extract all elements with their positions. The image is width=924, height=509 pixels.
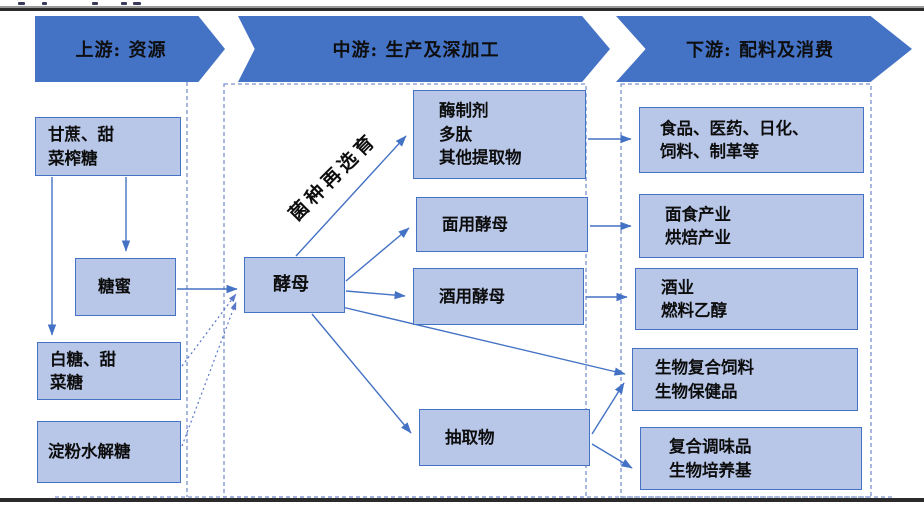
box-sugarcane-beet-sugar: 甘蔗、甜 菜榨糖 [35,117,181,176]
box-bio-feed-healthcare: 生物复合饲料 生物保健品 [632,348,858,411]
connector-yeast-to-extract [311,313,412,434]
downstream-section-outline [620,83,872,498]
box-starch-hydrolyzed-sugar: 淀粉水解糖 [37,421,181,483]
box-food-pharma-daily-feed-leather: 食品、医药、日化、 饲料、制革等 [639,107,864,173]
banner-upstream: 上游: 资源 [35,16,225,82]
connector-yeast-to-enzyme [295,135,407,257]
box-wine-yeast: 酒用酵母 [413,268,584,325]
connector-yeast-to-wine-yeast [345,290,406,300]
cropped-text-remnant [42,2,47,5]
connector-extract-to-biofeed [591,382,625,435]
box-enzyme-peptide-extracts: 酶制剂 多肽 其他提取物 [413,90,586,179]
cropped-text-remnant [18,2,25,5]
banner-downstream: 下游: 配料及消费 [616,16,912,82]
box-extract: 抽取物 [419,409,590,466]
connector-starchsugar-to-yeast-dotted [181,301,237,447]
figure-top-border [0,8,924,11]
banner-midstream: 中游: 生产及深加工 [238,16,610,82]
box-molasses: 糖蜜 [75,258,176,316]
box-seasoning-culture-medium: 复合调味品 生物培养基 [640,427,862,490]
box-yeast: 酵母 [244,257,345,313]
cropped-text-remnant [92,2,98,5]
cropped-text-remnant [133,2,141,5]
connector-yeast-to-baking-yeast [345,227,410,282]
connector-yeast-to-biofeed [341,306,626,376]
connector-extract-to-seasoning [591,443,633,469]
box-noodle-baking-industry: 面食产业 烘焙产业 [639,194,864,258]
banner-midstream-label: 中游: 生产及深加工 [332,40,500,61]
banner-downstream-label: 下游: 配料及消费 [686,40,834,61]
box-baking-yeast: 面用酵母 [416,197,588,252]
box-white-sugar-beet-sugar: 白糖、甜 菜糖 [37,342,181,400]
banner-upstream-label: 上游: 资源 [75,40,167,61]
cropped-text-remnant [121,2,127,5]
box-alcohol-fuel-ethanol: 酒业 燃料乙醇 [635,268,858,330]
connector-whitesugar-to-yeast-dotted [181,293,237,367]
figure-bottom-border [0,498,924,502]
